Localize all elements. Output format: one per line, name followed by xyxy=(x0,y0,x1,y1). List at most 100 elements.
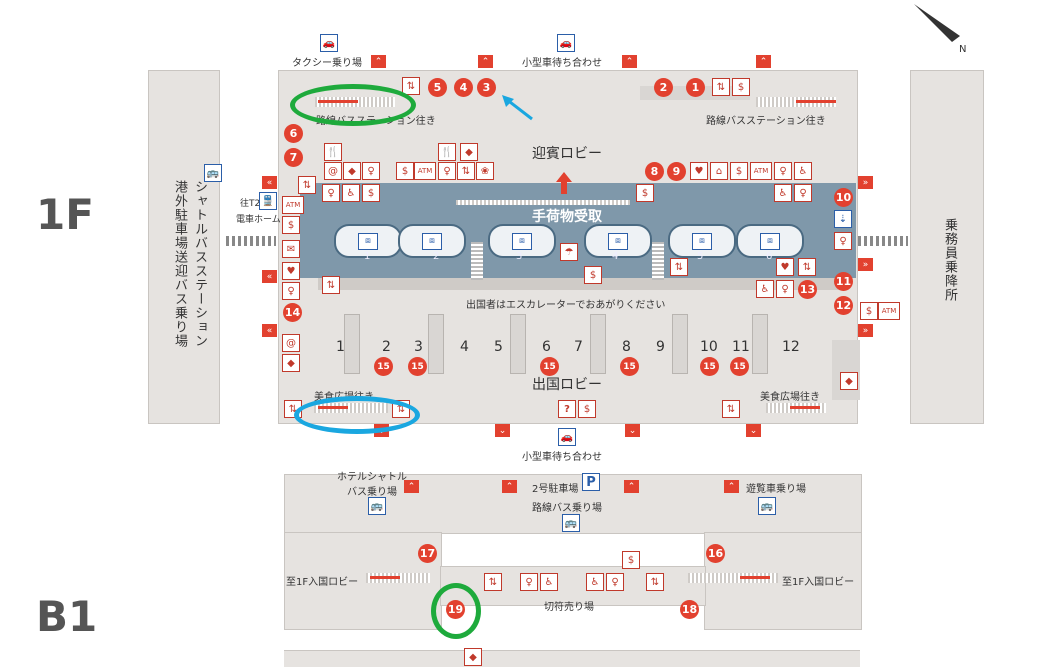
green-circle-annotation xyxy=(431,583,481,639)
door-left-3[interactable]: « xyxy=(262,324,277,337)
lounge-icon-right: ⌂ xyxy=(710,162,728,180)
marker-6: 6 xyxy=(284,124,303,143)
taxi-car-icon: 🚗 xyxy=(320,34,338,52)
escalator-b1-right xyxy=(688,573,778,583)
door-bottom-4[interactable]: ⌄ xyxy=(746,424,761,437)
right-walkway xyxy=(858,236,908,246)
bus-icon-b1-left: 🚌 xyxy=(368,497,386,515)
marker-15-d: 15 xyxy=(620,357,639,376)
exchange-icon-hall-2: $ xyxy=(584,266,602,284)
elevator-icon-top-left: ⇅ xyxy=(402,77,420,95)
right-pillar-box xyxy=(832,340,860,400)
counter-island-6 xyxy=(752,314,768,374)
carousel-3: ⧈ xyxy=(488,224,556,258)
door-left-1[interactable]: « xyxy=(262,176,277,189)
elevator-icon-top-right: ⇅ xyxy=(712,78,730,96)
atm-icon-far-right: ATM xyxy=(878,302,900,320)
restroom-icon-left: ♀ xyxy=(362,162,380,180)
wheelchair-icon-right: ♿ xyxy=(794,162,812,180)
marker-18: 18 xyxy=(680,600,699,619)
carousel-label-5: 5 xyxy=(697,251,704,262)
wheelchair-icon-b1-1: ♿ xyxy=(540,573,558,591)
atm-icon-center-left: ATM xyxy=(414,162,436,180)
gift-icon-left-2: ◆ xyxy=(282,354,300,372)
marker-2: 2 xyxy=(654,78,673,97)
t2-train-label: 電車ホーム xyxy=(236,215,281,225)
marker-17: 17 xyxy=(418,544,437,563)
escalator-hall-right xyxy=(652,242,664,280)
door-left-2[interactable]: « xyxy=(262,270,277,283)
carousel-2: ⧈ xyxy=(398,224,466,258)
parking-label: 2号駐車場 xyxy=(532,484,579,495)
bus-icon-left-station: 🚌 xyxy=(204,164,222,182)
counter-label-9: 9 xyxy=(656,339,665,355)
exchange-icon-center-left: $ xyxy=(396,162,414,180)
mail-icon-left: ✉ xyxy=(282,240,300,258)
restroom-icon-right-2: ♀ xyxy=(794,184,812,202)
baggage-claim-label: 手荷物受取 xyxy=(532,209,602,225)
door-top-center[interactable]: ⌃ xyxy=(622,55,637,68)
marker-15-b: 15 xyxy=(408,357,427,376)
exchange-icon-left: $ xyxy=(362,184,380,202)
counter-label-3: 3 xyxy=(414,339,423,355)
bus-icon-b1-right: 🚌 xyxy=(758,497,776,515)
carousel-label-6: 6 xyxy=(766,251,773,262)
elevator-icon-right-2: ⇅ xyxy=(798,258,816,276)
escalator-arrow-b1-left xyxy=(370,576,400,579)
green-ellipse-annotation xyxy=(290,84,416,126)
escalator-arrow-b1-right xyxy=(740,576,770,579)
crew-gate-building xyxy=(910,70,984,424)
door-b1-4[interactable]: ⌃ xyxy=(724,480,739,493)
counter-label-10: 10 xyxy=(700,339,718,355)
to-entry-right-label: 至1F入国ロビー xyxy=(782,577,855,588)
escalator-arrow-right-bus xyxy=(796,100,836,103)
door-bottom-3[interactable]: ⌄ xyxy=(625,424,640,437)
shuttle-station-label: シャトルバスステーション xyxy=(192,180,207,348)
door-taxi[interactable]: ⌃ xyxy=(371,55,386,68)
restroom-icon-center: ♀ xyxy=(438,162,456,180)
counter-label-6: 6 xyxy=(542,339,551,355)
marker-8: 8 xyxy=(645,162,664,181)
gift-icon-b1: ◆ xyxy=(464,648,482,666)
door-b1-3[interactable]: ⌃ xyxy=(624,480,639,493)
counter-island-3 xyxy=(510,314,526,374)
elevator-icon-b1-right: ⇅ xyxy=(646,573,664,591)
floor-label-1f: 1F xyxy=(36,190,94,239)
wheelchair-icon-b1-2: ♿ xyxy=(586,573,604,591)
counter-island-4 xyxy=(590,314,606,374)
marker-15-a: 15 xyxy=(374,357,393,376)
door-bottom-2[interactable]: ⌄ xyxy=(495,424,510,437)
door-right-2[interactable]: » xyxy=(858,258,873,271)
door-b1-1[interactable]: ⌃ xyxy=(404,480,419,493)
restroom-icon-b1-2: ♀ xyxy=(606,573,624,591)
counter-island-2 xyxy=(428,314,444,374)
exchange-icon-b1: $ xyxy=(622,551,640,569)
restroom-icon-right-3: ♀ xyxy=(776,280,794,298)
plant-icon-center: ❀ xyxy=(476,162,494,180)
elevator-icon-hall-left: ⇅ xyxy=(322,276,340,294)
tour-bus-label: 遊覧車乗り場 xyxy=(746,484,806,495)
compass-north-label: N xyxy=(959,44,966,55)
carousel-6: ⧈ xyxy=(736,224,804,258)
taxi-label: タクシー乗り場 xyxy=(292,58,362,69)
door-b1-2[interactable]: ⌃ xyxy=(502,480,517,493)
marker-4: 4 xyxy=(454,78,473,97)
compass-arrow-icon: N xyxy=(912,2,972,62)
counter-island-1 xyxy=(344,314,360,374)
escalator-note: 出国者はエスカレーターでおあがりください xyxy=(466,300,666,311)
baggage-hall-shadow xyxy=(318,278,838,290)
door-right-3[interactable]: » xyxy=(858,324,873,337)
marker-15-f: 15 xyxy=(730,357,749,376)
left-walkway xyxy=(226,236,276,246)
pickup-car-icon-bottom: 🚗 xyxy=(558,428,576,446)
escalator-hall-left xyxy=(471,242,483,280)
arrivals-lobby-label: 迎賓ロビー xyxy=(532,146,602,162)
door-top-right[interactable]: ⌃ xyxy=(756,55,771,68)
atm-icon-right: ATM xyxy=(750,162,772,180)
gift-icon-right: ◆ xyxy=(840,372,858,390)
door-top-left[interactable]: ⌃ xyxy=(478,55,493,68)
nursery-icon-right: ♥ xyxy=(690,162,708,180)
parking-sign-icon: P xyxy=(582,473,600,491)
marker-5: 5 xyxy=(428,78,447,97)
door-right-1[interactable]: » xyxy=(858,176,873,189)
